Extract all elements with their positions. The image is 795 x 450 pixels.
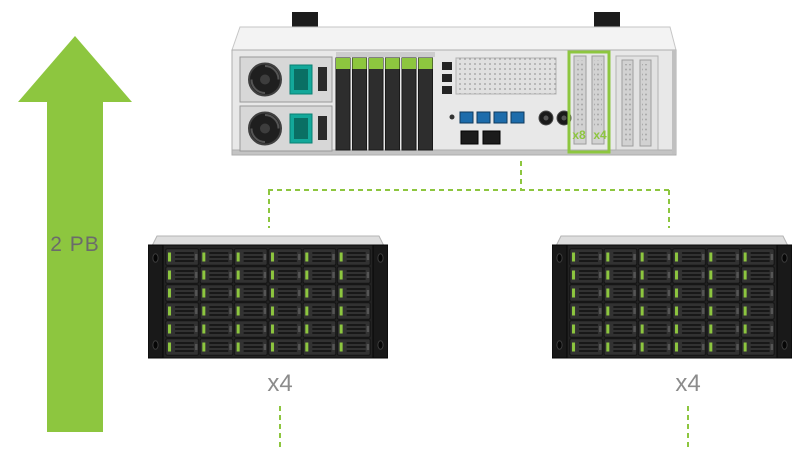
psu-connector-inner: [294, 118, 308, 139]
chassis-top: [231, 26, 677, 51]
connector-nas-to-bus: [520, 161, 522, 190]
bay-label-strip: [336, 52, 435, 57]
lan-ports: [460, 130, 501, 145]
rack-screw-holes: [556, 253, 788, 350]
psu-fan-icon: [248, 62, 282, 97]
enclosure-illustration: [147, 235, 389, 359]
psu-module-top: [239, 56, 333, 103]
connector-right-continuation: [687, 406, 689, 448]
service-ports: [442, 62, 452, 94]
nas-rear-illustration: x8 x4: [231, 12, 677, 156]
expansion-count-left: x4: [267, 370, 293, 397]
slot-label-x8: x8: [572, 128, 586, 142]
enclosure-illustration: [551, 235, 793, 359]
connector-left-continuation: [279, 406, 281, 448]
usb-ports: [459, 111, 525, 124]
psu-modules: [239, 56, 333, 152]
chassis-right-edge: [672, 50, 676, 154]
pcie-slot-area: x8 x4: [567, 50, 659, 154]
io-panel: [442, 57, 572, 145]
rack-ear-left: [147, 244, 164, 359]
slot-label-x4: x4: [593, 128, 607, 142]
drive-tray-grid: [569, 248, 775, 356]
connector-bus-to-left-enclosure: [268, 190, 270, 228]
expansion-count-right: x4: [675, 370, 701, 397]
nas-rear-view: x8 x4: [228, 12, 680, 162]
drive-bays: [335, 52, 435, 151]
psu-fan-icon: [248, 111, 282, 146]
psu-power-inlet: [318, 116, 327, 140]
vent-grille: [456, 58, 556, 94]
connector-bus: [268, 189, 669, 191]
expansion-enclosure-left: [147, 228, 389, 366]
mounting-tab-right: [594, 12, 620, 27]
drive-tray-grid: [165, 248, 371, 356]
psu-module-bottom: [239, 105, 333, 152]
capacity-label: 2 PB: [50, 233, 100, 256]
connector-bus-to-right-enclosure: [668, 190, 670, 228]
psu-connector-inner: [294, 69, 308, 90]
psu-power-inlet: [318, 67, 327, 91]
rack-screw-holes: [152, 253, 384, 350]
reset-button: [449, 114, 455, 120]
pcie-highlight-box: [567, 50, 611, 154]
arrow-shaft: [47, 100, 103, 432]
expansion-enclosure-right: [551, 228, 793, 366]
rack-ear-left: [551, 244, 568, 359]
arrow-head: [18, 36, 132, 102]
mounting-tab-left: [292, 12, 318, 27]
